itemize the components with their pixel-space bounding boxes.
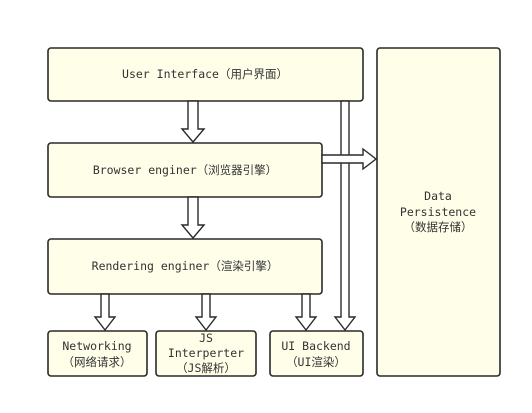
label-browser-engine: Browser enginer（浏览器引擎） xyxy=(93,163,277,177)
box-data-persistence: Data Persistence （数据存储） xyxy=(376,47,501,377)
box-ui-backend: UI Backend （UI渲染） xyxy=(269,330,364,377)
arrow-rendering-to-networking xyxy=(93,293,117,332)
box-user-interface: User Interface（用户界面） xyxy=(47,47,364,102)
label-rendering-engine: Rendering enginer（渲染引擎） xyxy=(92,259,279,273)
arrow-browser-to-rendering-engine xyxy=(180,196,206,240)
label-js-interpreter-line2: Interperter xyxy=(168,346,244,360)
arrow-ui-to-browser-engine xyxy=(180,100,206,144)
label-js-interpreter-line3: （JS解析） xyxy=(176,361,236,375)
label-ui-backend-line2: （UI渲染） xyxy=(286,355,346,369)
label-user-interface: User Interface（用户界面） xyxy=(122,67,288,81)
arrow-browser-engine-to-data-persistence xyxy=(321,147,378,171)
label-data-persistence-line2: Persistence xyxy=(400,205,476,219)
label-data-persistence-line1: Data xyxy=(424,189,452,203)
box-networking: Networking （网络请求） xyxy=(47,330,148,377)
arrow-ui-to-ui-backend xyxy=(333,100,357,332)
label-ui-backend-line1: UI Backend xyxy=(281,339,350,353)
label-networking-line2: （网络请求） xyxy=(63,355,132,369)
arrow-rendering-to-ui-backend xyxy=(294,293,318,332)
label-networking-line1: Networking xyxy=(62,339,131,353)
arrow-rendering-to-js-interpreter xyxy=(194,293,218,332)
box-browser-engine: Browser enginer（浏览器引擎） xyxy=(47,142,323,198)
box-js-interpreter: JS Interperter （JS解析） xyxy=(155,330,257,377)
label-js-interpreter-line1: JS xyxy=(199,331,213,345)
box-rendering-engine: Rendering enginer（渲染引擎） xyxy=(47,238,323,295)
label-data-persistence-line3: （数据存储） xyxy=(404,220,473,234)
